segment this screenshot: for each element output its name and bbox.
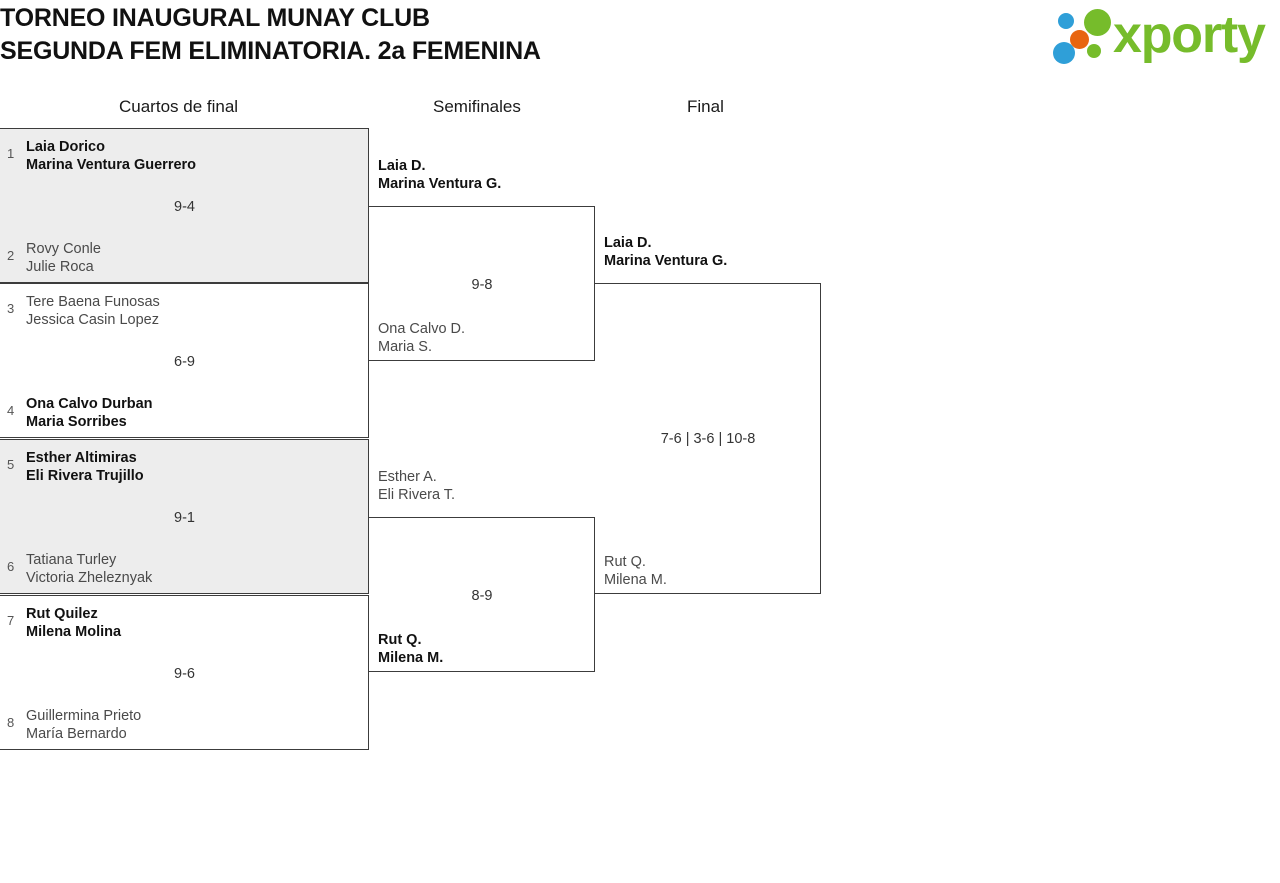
tournament-bracket: 1 Laia Dorico Marina Ventura Guerrero 2 … bbox=[0, 128, 840, 758]
player-name: Milena Molina bbox=[26, 624, 122, 640]
player-name: Tatiana Turley bbox=[26, 552, 117, 568]
player-name: Esther A. bbox=[378, 469, 437, 485]
team-bottom[interactable]: Rut Q. Milena M. bbox=[378, 631, 588, 667]
logo-dot-green-large-icon bbox=[1084, 9, 1111, 36]
tournament-title-line-2: SEGUNDA FEM ELIMINATORIA. 2a FEMENINA bbox=[0, 37, 541, 65]
team-bottom[interactable]: Tatiana Turley Victoria Zheleznyak bbox=[26, 551, 362, 587]
round-header-semifinals: Semifinales bbox=[433, 97, 521, 116]
logo-dot-green-small-icon bbox=[1087, 44, 1101, 58]
match-score: 8-9 bbox=[471, 588, 493, 604]
logo-dot-orange-icon bbox=[1070, 30, 1089, 49]
seed-number: 6 bbox=[7, 559, 15, 574]
team-top[interactable]: Laia Dorico Marina Ventura Guerrero bbox=[26, 138, 362, 174]
logo-wordmark: xporty bbox=[1113, 6, 1266, 64]
player-name: Rut Q. bbox=[378, 632, 422, 648]
player-name: Eli Rivera Trujillo bbox=[26, 468, 144, 484]
match-quarterfinal-3[interactable]: 5 Esther Altimiras Eli Rivera Trujillo 6… bbox=[0, 439, 369, 594]
player-name: Laia D. bbox=[604, 235, 652, 251]
tournament-title-line-1: TORNEO INAUGURAL MUNAY CLUB bbox=[0, 4, 430, 32]
match-quarterfinal-4[interactable]: 7 Rut Quilez Milena Molina 8 Guillermina… bbox=[0, 595, 369, 750]
player-name: Milena M. bbox=[378, 650, 444, 666]
player-name: Guillermina Prieto bbox=[26, 708, 142, 724]
seed-number: 1 bbox=[7, 146, 15, 161]
team-bottom[interactable]: Ona Calvo D. Maria S. bbox=[378, 320, 588, 356]
player-name: Marina Ventura Guerrero bbox=[26, 157, 197, 173]
match-score: 9-8 bbox=[471, 277, 493, 293]
match-score: 6-9 bbox=[174, 354, 195, 370]
player-name: Marina Ventura G. bbox=[378, 176, 502, 192]
match-quarterfinal-1[interactable]: 1 Laia Dorico Marina Ventura Guerrero 2 … bbox=[0, 128, 369, 283]
player-name: Julie Roca bbox=[26, 259, 94, 275]
tournament-title: TORNEO INAUGURAL MUNAY CLUB SEGUNDA FEM … bbox=[0, 2, 541, 68]
player-name: Marina Ventura G. bbox=[604, 253, 728, 269]
seed-number: 2 bbox=[7, 248, 15, 263]
player-name: Laia D. bbox=[378, 158, 426, 174]
player-name: Milena M. bbox=[604, 572, 667, 588]
team-bottom[interactable]: Guillermina Prieto María Bernardo bbox=[26, 707, 362, 743]
seed-number: 4 bbox=[7, 403, 15, 418]
match-quarterfinal-2[interactable]: 3 Tere Baena Funosas Jessica Casin Lopez… bbox=[0, 283, 369, 438]
team-top[interactable]: Rut Quilez Milena Molina bbox=[26, 605, 362, 641]
page-header: TORNEO INAUGURAL MUNAY CLUB SEGUNDA FEM … bbox=[0, 0, 1280, 78]
player-name: Victoria Zheleznyak bbox=[26, 570, 153, 586]
team-top[interactable]: Esther A. Eli Rivera T. bbox=[378, 468, 588, 504]
logo-dots-icon bbox=[1051, 6, 1125, 68]
seed-number: 7 bbox=[7, 613, 15, 628]
player-name: Ona Calvo D. bbox=[378, 321, 466, 337]
player-name: Ona Calvo Durban bbox=[26, 396, 153, 412]
team-bottom[interactable]: Rovy Conle Julie Roca bbox=[26, 240, 362, 276]
player-name: Maria S. bbox=[378, 339, 432, 355]
player-name: Rovy Conle bbox=[26, 241, 101, 257]
player-name: Tere Baena Funosas bbox=[26, 294, 160, 310]
match-score: 7-6 | 3-6 | 10-8 bbox=[660, 431, 756, 447]
team-bottom[interactable]: Rut Q. Milena M. bbox=[604, 553, 814, 589]
match-semifinal-1[interactable]: Laia D. Marina Ventura G. Ona Calvo D. M… bbox=[369, 158, 595, 361]
seed-number: 8 bbox=[7, 715, 15, 730]
match-score: 9-4 bbox=[174, 199, 195, 215]
match-final[interactable]: Laia D. Marina Ventura G. Rut Q. Milena … bbox=[595, 235, 821, 594]
player-name: Jessica Casin Lopez bbox=[26, 312, 159, 328]
xporty-logo[interactable]: xporty bbox=[1051, 6, 1275, 68]
team-top[interactable]: Laia D. Marina Ventura G. bbox=[378, 157, 588, 193]
round-header-quarterfinals: Cuartos de final bbox=[119, 97, 239, 116]
player-name: Rut Quilez bbox=[26, 606, 98, 622]
team-bottom[interactable]: Ona Calvo Durban Maria Sorribes bbox=[26, 395, 362, 431]
team-top[interactable]: Tere Baena Funosas Jessica Casin Lopez bbox=[26, 293, 362, 329]
player-name: Eli Rivera T. bbox=[378, 487, 456, 503]
logo-dot-blue-small-icon bbox=[1058, 13, 1074, 29]
match-semifinal-2[interactable]: Esther A. Eli Rivera T. Rut Q. Milena M.… bbox=[369, 469, 595, 672]
team-top[interactable]: Laia D. Marina Ventura G. bbox=[604, 234, 814, 270]
player-name: Rut Q. bbox=[604, 554, 646, 570]
logo-dot-blue-large-icon bbox=[1053, 42, 1075, 64]
round-header-final: Final bbox=[687, 97, 724, 116]
match-score: 9-1 bbox=[174, 510, 195, 526]
team-top[interactable]: Esther Altimiras Eli Rivera Trujillo bbox=[26, 449, 362, 485]
seed-number: 3 bbox=[7, 301, 15, 316]
match-score: 9-6 bbox=[174, 666, 195, 682]
seed-number: 5 bbox=[7, 457, 15, 472]
player-name: María Bernardo bbox=[26, 726, 127, 742]
player-name: Maria Sorribes bbox=[26, 414, 127, 430]
player-name: Laia Dorico bbox=[26, 139, 105, 155]
player-name: Esther Altimiras bbox=[26, 450, 137, 466]
